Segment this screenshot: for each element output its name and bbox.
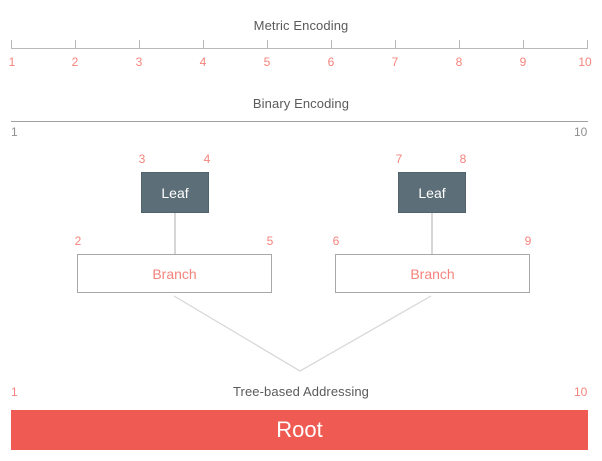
ruler-tick-7 [395, 40, 396, 48]
branch-node-1[interactable]: Branch [77, 254, 272, 293]
ruler-tick-5 [267, 40, 268, 48]
branch-to-root-links [173, 295, 432, 372]
metric-encoding-title: Metric Encoding [253, 18, 349, 33]
binary-encoding-title: Binary Encoding [252, 96, 350, 111]
ruler-label-7: 7 [391, 55, 399, 69]
ruler-tick-10 [587, 40, 588, 48]
branch-node-1-label: Branch [152, 265, 197, 282]
branch-2-start-label: 6 [332, 234, 340, 248]
leaf-2-to-branch-2-connector [431, 213, 433, 254]
ruler-label-1: 1 [8, 55, 16, 69]
root-node-label: Root [276, 417, 323, 442]
ruler-label-2: 2 [71, 55, 79, 69]
leaf-1-start-label: 3 [138, 152, 146, 166]
ruler-tick-9 [523, 40, 524, 48]
ruler-label-8: 8 [455, 55, 463, 69]
leaf-node-1[interactable]: Leaf [141, 172, 209, 213]
root-start-label: 1 [11, 385, 18, 399]
binary-end-label: 10 [574, 125, 588, 139]
ruler-label-3: 3 [135, 55, 143, 69]
ruler-tick-4 [203, 40, 204, 48]
root-node[interactable]: Root [11, 410, 588, 450]
ruler-label-10: 10 [578, 55, 592, 69]
binary-start-label: 1 [11, 125, 18, 139]
ruler-label-6: 6 [327, 55, 335, 69]
metric-encoding-ruler: 1 2 3 4 5 6 7 8 9 10 [9, 40, 592, 69]
ruler-tick-2 [75, 40, 76, 48]
branch-node-2-label: Branch [410, 265, 455, 282]
branch-1-end-label: 5 [266, 234, 274, 248]
tree-based-addressing-title: Tree-based Addressing [232, 384, 370, 399]
ruler-label-5: 5 [263, 55, 271, 69]
leaf-2-start-label: 7 [395, 152, 403, 166]
ruler-label-9: 9 [519, 55, 527, 69]
ruler-tick-1 [11, 40, 12, 48]
leaf-1-to-branch-1-connector [174, 213, 176, 254]
branch-2-end-label: 9 [524, 234, 532, 248]
leaf-2-end-label: 8 [459, 152, 467, 166]
leaf-node-2[interactable]: Leaf [398, 172, 466, 213]
binary-encoding-line [11, 121, 588, 122]
leaf-1-end-label: 4 [203, 152, 211, 166]
root-end-label: 10 [574, 385, 588, 399]
leaf-node-1-label: Leaf [161, 184, 189, 201]
ruler-tick-3 [139, 40, 140, 48]
branch-node-2[interactable]: Branch [335, 254, 530, 293]
ruler-tick-6 [331, 40, 332, 48]
ruler-tick-8 [459, 40, 460, 48]
leaf-node-2-label: Leaf [418, 184, 446, 201]
ruler-label-4: 4 [199, 55, 207, 69]
branch-1-start-label: 2 [74, 234, 82, 248]
